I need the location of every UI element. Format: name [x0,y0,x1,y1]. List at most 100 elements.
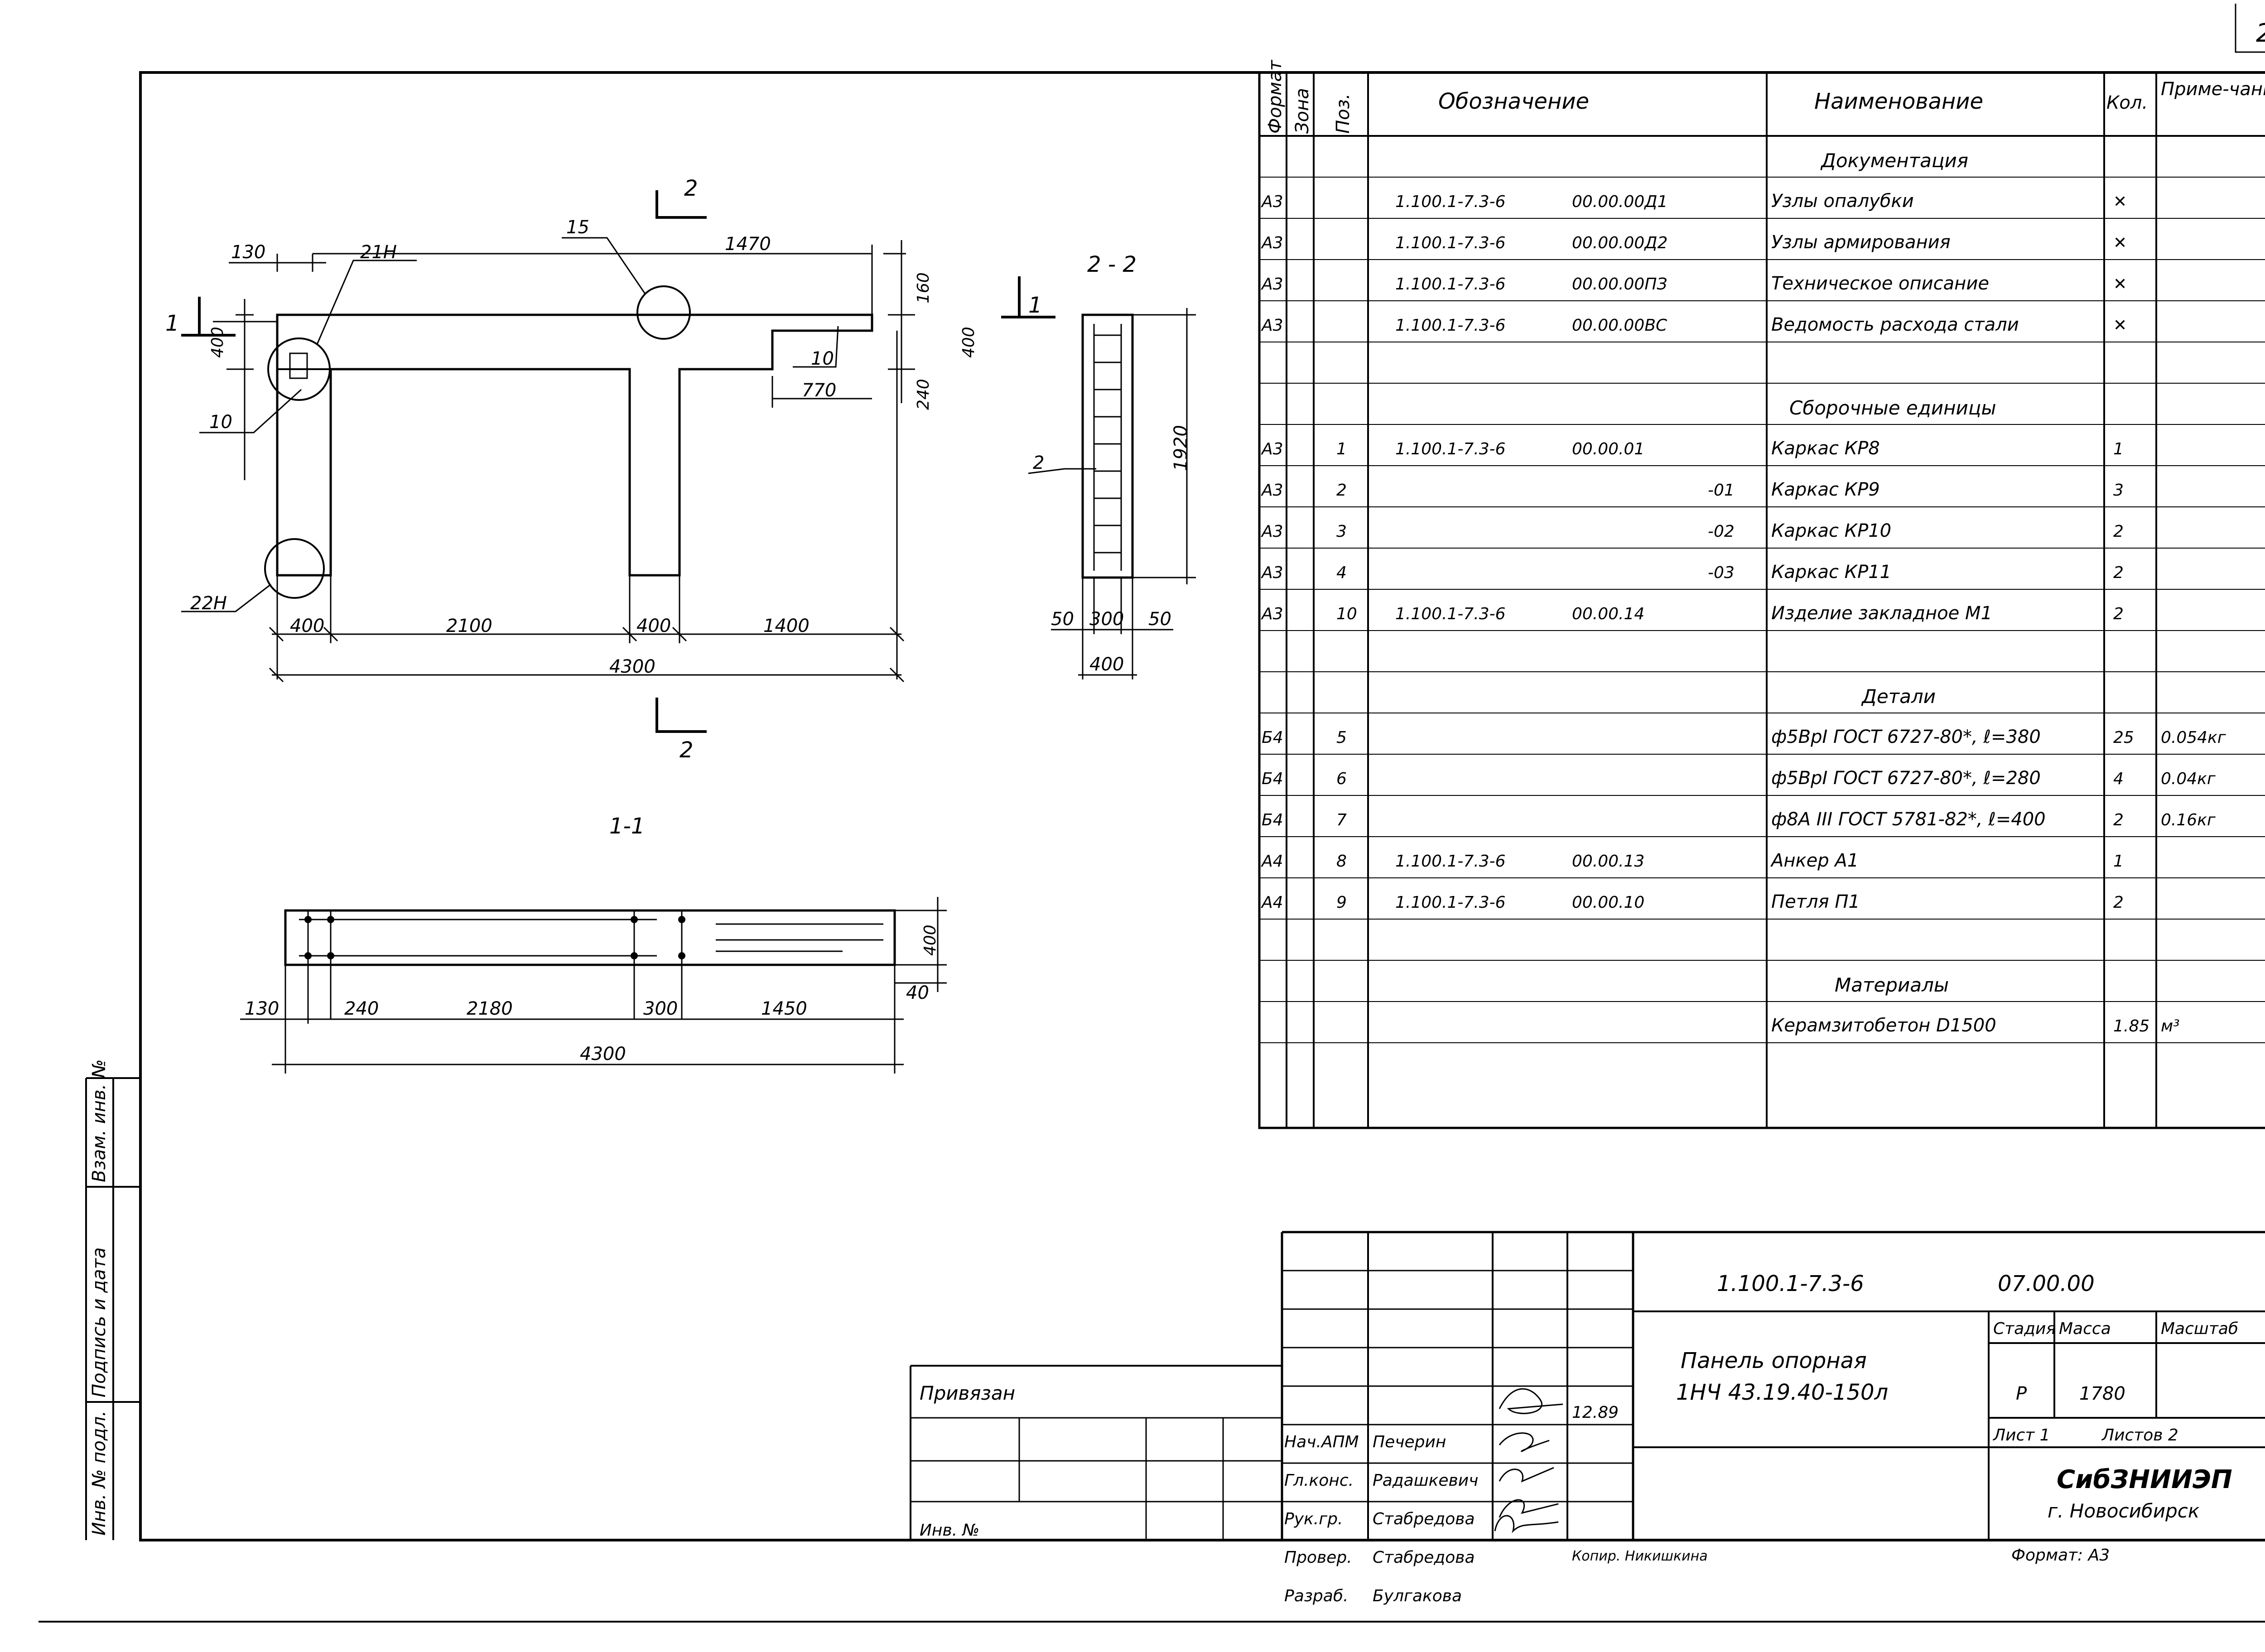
stamp-city: г. Новосибирск [2048,1500,2200,1522]
spec-row-code: 1.100.1-7.3-6 [1395,893,1506,912]
spec-row-qty: 1 [2113,440,2124,458]
spec-row-pos: 2 [1336,481,1347,500]
spec-row-pos: 1 [1336,440,1347,458]
stamp-role-name: Стабредова [1373,1510,1475,1528]
spec-row-suffix: 00.00.00ПЗ [1572,275,1667,294]
spec-row-name: Изделие закладное М1 [1771,603,1992,624]
side-stamp: Инв. № подл. Подпись и дата Взам. инв. № [85,1059,140,1540]
spec-row-suffix: -03 [1708,564,1735,582]
section-1-1-dim-5: 1450 [761,998,807,1019]
spec-row-qty: 3 [2113,481,2124,500]
spec-row-format: Б4 [1262,811,1283,829]
spec-row-pos: 3 [1336,522,1347,541]
spec-section-materials: Материалы [1835,974,1949,996]
spec-row-format: А3 [1261,440,1283,458]
section-1-1-dim-2: 240 [344,998,379,1019]
spec-row-format: А3 [1261,234,1283,252]
dim-160: 160 [914,272,933,303]
spec-row-qty: 1 [2113,852,2124,871]
stamp-format: Формат: А3 [2011,1546,2110,1565]
spec-head-qty: Кол. [2106,92,2148,113]
spec-row-format: Б4 [1262,728,1283,747]
section-mark-2-bottom: 2 [680,737,694,763]
dim-770: 770 [802,380,836,401]
spec-row-name: Узлы армирования [1771,232,1951,253]
spec-row-qty: 4 [2113,770,2124,788]
spec-row-name: Ведомость расхода стали [1771,314,2019,335]
side-vzam-inv: Взам. инв. № [89,1059,110,1182]
section-2-2-dim-1: 50 [1051,609,1074,630]
section-2-2-total: 400 [1089,654,1124,675]
dim-bottom-2: 2100 [446,616,492,636]
spec-row-pos: 10 [1336,605,1357,623]
section-2-2-dim-3: 50 [1148,609,1171,630]
spec-row-name: Каркас КР8 [1771,438,1880,459]
spec-row-qty: 2 [2113,522,2124,541]
spec-row-qty: ✕ [2113,275,2127,294]
section-1-1-title: 1-1 [609,814,645,839]
stamp-org: СибЗНИИЭП [2057,1465,2232,1494]
dim-400-right: 400 [959,327,978,358]
spec-row-suffix: 00.00.13 [1572,852,1644,871]
sheet-number: 22 [2256,19,2265,48]
spec-section-documentation: Документация [1820,149,1968,172]
stamp-role: Провер. [1284,1548,1352,1567]
spec-row-name: ф5ВрI ГОСТ 6727-80*, ℓ=280 [1771,768,2041,789]
dim-total-plan: 4300 [609,656,655,677]
spec-row-format: А3 [1261,564,1283,582]
spec-row-name: Керамзитобетон D1500 [1771,1015,1996,1036]
spec-head-zone: Зона [1292,88,1313,134]
section-2-2-dim-2: 300 [1089,609,1124,630]
callout-10-left: 10 [209,412,232,433]
spec-row-code: 1.100.1-7.3-6 [1395,316,1506,335]
dim-1470: 1470 [725,234,771,255]
spec-row-name: Узлы опалубки [1771,191,1914,212]
spec-row-format: А3 [1261,275,1283,294]
stamp-date: 12.89 [1572,1403,1619,1422]
stamp-code-suffix: 07.00.00 [1998,1271,2095,1296]
stamp-role-name: Булгакова [1373,1587,1462,1605]
spec-row-qty: 2 [2113,811,2124,829]
spec-row-name: Каркас КР11 [1771,562,1891,583]
callout-22n: 22Н [190,593,227,614]
spec-row-lines [1259,177,2265,1043]
spec-row-note: 0.04кг [2161,770,2216,788]
side-sign-date: Подпись и дата [89,1247,110,1397]
stamp-sheet: Лист 1 [1992,1426,2050,1445]
node-circle-15 [636,285,691,340]
spec-row-name: Каркас КР9 [1771,479,1880,500]
spec-section-assemblies: Сборочные единицы [1789,397,1996,419]
stamp-mass-label: Масса [2059,1320,2111,1338]
section-2-2-pos: 2 [1033,453,1044,473]
section-1-1-dim-3: 2180 [467,998,513,1019]
spec-row-pos: 6 [1336,770,1347,788]
stamp-copied: Копир. Никишкина [1572,1548,1708,1564]
section-1-1: 1-1 400 40 130 240 2180 300 1450 4300 [240,814,947,1074]
spec-row-code: 1.100.1-7.3-6 [1395,234,1506,252]
spec-head-name: Наименование [1814,89,1983,114]
spec-row-code: 1.100.1-7.3-6 [1395,852,1506,871]
dim-240: 240 [914,379,933,410]
node-circle-22 [264,538,325,599]
section-mark-2-top: 2 [684,176,698,201]
section-2-2-mark: 1 [1028,293,1042,318]
callout-21n: 21Н [360,242,397,263]
spec-section-details: Детали [1861,685,1936,708]
section-1-1-height: 400 [921,925,940,956]
stamp-bound: Привязан [920,1382,1015,1404]
stamp-code: 1.100.1-7.3-6 [1717,1271,1864,1296]
spec-row-format: А4 [1261,852,1283,871]
spec-row-pos: 5 [1336,728,1347,747]
plan-view: 2 2 1 130 21Н 15 1470 160 400 240 10 770… [165,176,978,763]
signatures [1494,1388,1563,1533]
stamp-role: Рук.гр. [1284,1510,1343,1528]
spec-row-name: ф5ВрI ГОСТ 6727-80*, ℓ=380 [1771,727,2041,747]
spec-row-code: 1.100.1-7.3-6 [1395,440,1506,458]
spec-row-suffix: -02 [1708,522,1735,541]
spec-row-qty: ✕ [2113,234,2127,252]
spec-row-code: 1.100.1-7.3-6 [1395,605,1506,623]
stamp-scale-label: Масштаб [2161,1320,2238,1338]
spec-row-name: Анкер А1 [1770,850,1859,871]
spec-row-name: Петля П1 [1771,891,1860,912]
